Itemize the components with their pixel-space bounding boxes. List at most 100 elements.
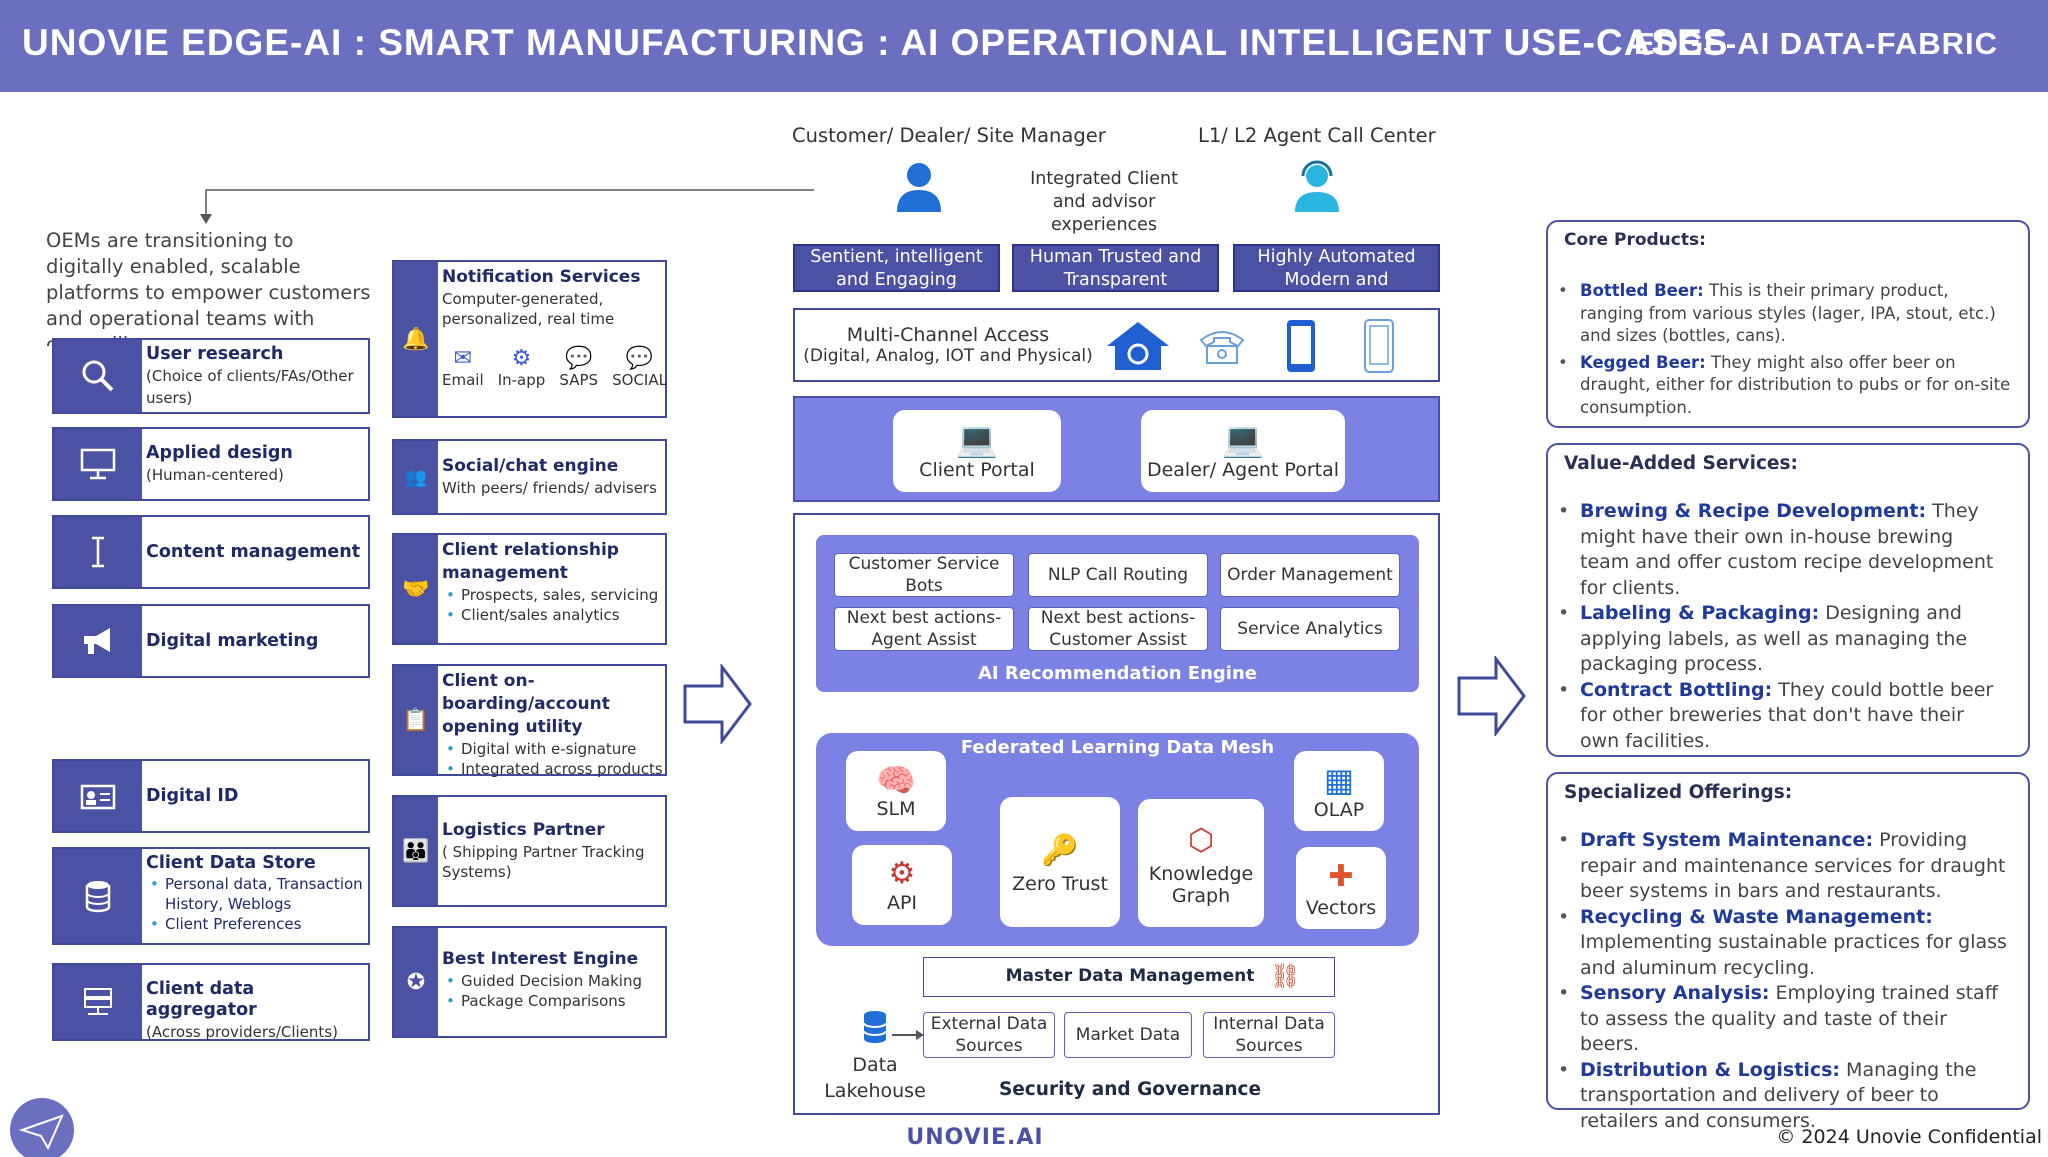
rec-order-management: Order Management [1220,553,1400,597]
card-client-data-store: Client Data Store Personal data, Transac… [52,847,370,945]
api-icon: ⚙ [888,856,916,891]
graph-icon: ⬡ [1187,823,1215,858]
channel-saps: 💬SAPS [559,346,599,389]
bullet: Client Preferences [150,914,364,934]
portal-label: Dealer/ Agent Portal [1146,459,1340,481]
list-item: Brewing & Recipe Development: They might… [1548,499,2004,601]
gear-icon: ⚙ [511,346,532,371]
card-title: Applied design [146,442,293,463]
card-title: Client Data Store [146,853,316,873]
header-bar: UNOVIE EDGE-AI : SMART MANUFACTURING : A… [0,0,2048,92]
header-title: UNOVIE EDGE-AI : SMART MANUFACTURING : A… [22,22,1729,63]
card-title: Digital marketing [146,630,319,651]
tile-api[interactable]: ⚙API [852,845,952,925]
home-icon [1107,322,1169,370]
card-content-management: Content management [52,515,370,589]
card-client-onboarding: 📋 Client on-boarding/account opening uti… [392,664,667,779]
card-title: Logistics Partner [442,820,605,840]
client-portal[interactable]: 💻 Client Portal [893,410,1061,492]
card-applied-design: Applied design (Human-centered) [52,427,370,501]
brand-logo: UNOVIE.AI [906,1125,1044,1150]
handshake-icon: 🤝 [394,535,438,643]
list-item: Draft System Maintenance: Providing repa… [1548,828,2012,905]
list-item: Distribution & Logistics: Managing the t… [1548,1058,2012,1135]
bullet: Personal data, Transaction History, Webl… [150,874,364,914]
rec-service-analytics: Service Analytics [1220,607,1400,651]
laptop-icon: 💻 [1221,420,1265,460]
monitor-icon [54,429,142,499]
person-icon [897,163,941,212]
footer-copyright: © 2024 Unovie Confidential [1776,1126,2042,1148]
card-client-data-aggregator: Client data aggregator(Across providers/… [52,963,370,1041]
card-subtitle: (Choice of clients/FAs/Other users) [146,367,354,407]
bullet: Prospects, sales, servicing [446,585,663,605]
circuit-key-icon: 🔑 [1041,833,1079,868]
bell-icon: 🔔 [394,262,438,416]
telephone-icon [1199,331,1245,364]
network-icon: ⛓ [1270,962,1301,990]
tile-zero-trust[interactable]: 🔑Zero Trust [1000,797,1120,927]
message-icon: 💬 [625,346,654,371]
card-client-relationship-management: 🤝 Client relationship management Prospec… [392,533,667,645]
pill-trusted: Human Trusted and Transparent [1012,244,1219,292]
paper-plane-logo-icon [10,1098,74,1157]
meeting-icon: 👥 [394,441,438,513]
multi-channel-access: Multi-Channel Access (Digital, Analog, I… [793,308,1440,382]
tile-vectors[interactable]: ✚Vectors [1296,847,1386,929]
ai-recommendation-engine: Customer Service Bots NLP Call Routing O… [816,535,1419,692]
integrated-experiences-label: Integrated Client and advisor experience… [1030,169,1178,235]
card-subtitle: (Human-centered) [146,465,284,484]
bullet: Package Comparisons [446,991,663,1011]
list-item: Bottled Beer: This is their primary prod… [1548,280,2016,348]
channel-social: 💬SOCIAL [612,346,667,389]
panel-specialized-offerings: Specialized Offerings: Draft System Main… [1546,772,2030,1132]
card-best-interest-engine: ✪ Best Interest Engine Guided Decision M… [392,926,667,1038]
card-title: Notification Services [442,267,641,287]
panel-title: Core Products: [1564,230,1706,250]
mobile-phone-icon [1287,320,1315,372]
mdm-label: Master Data Management [1005,966,1255,986]
bullet: Client/sales analytics [446,605,663,625]
persona-right-label: L1/ L2 Agent Call Center [1198,124,1436,147]
notification-channels: ✉Email ⚙In-app 💬SAPS 💬SOCIAL [442,346,667,406]
brain-chip-icon: 🧠 [876,761,916,799]
channel-in-app: ⚙In-app [497,346,546,389]
list-item: Labeling & Packaging: Designing and appl… [1548,601,2004,678]
tile-knowledge-graph[interactable]: ⬡Knowledge Graph [1138,799,1264,927]
rec-engine-title: AI Recommendation Engine [978,663,1257,684]
master-data-management: Master Data Management ⛓ [923,957,1335,997]
headset-agent-icon [1295,160,1339,212]
list-item: Kegged Beer: They might also offer beer … [1548,352,2016,420]
rec-customer-service-bots: Customer Service Bots [834,553,1014,597]
id-card-icon [54,761,142,831]
list-item: Recycling & Waste Management: Implementi… [1548,905,2012,982]
portals-band: 💻 Client Portal 💻 Dealer/ Agent Portal [793,396,1440,502]
header-right-title: EDGE-AI DATA-FABRIC [1634,26,1998,61]
list-item: Contract Bottling: They could bottle bee… [1548,678,2004,755]
card-title: Content management [146,541,361,562]
panel-core-products: Core Products: Bottled Beer: This is the… [1546,220,2030,428]
right-arrow-icon [1457,656,1526,736]
panel-value-added-services: Value-Added Services: Brewing & Recipe D… [1546,443,2030,757]
security-governance-label: Security and Governance [998,1079,1262,1100]
card-subtitle: ( Shipping Partner Tracking Systems) [442,843,645,881]
bullet: Guided Decision Making [446,971,663,991]
tile-slm[interactable]: 🧠SLM [846,751,946,831]
people-icon: 👪 [394,797,438,905]
pill-automated: Highly Automated Modern and Frictionless [1233,244,1440,313]
server-icon [54,965,142,1039]
laptop-icon: 💻 [955,420,999,460]
text-cursor-icon [54,517,142,587]
source-external: External Data Sources [923,1012,1055,1058]
channel-email: ✉Email [442,346,484,389]
megaphone-icon [54,606,142,676]
tile-olap[interactable]: ▦OLAP [1294,751,1384,831]
card-digital-marketing: Digital marketing [52,604,370,678]
federated-learning-data-mesh: Federated Learning Data Mesh 🧠SLM ⚙API 🔑… [816,733,1419,946]
dealer-agent-portal[interactable]: 💻 Dealer/ Agent Portal [1141,410,1345,492]
bullet: Integrated across products [446,759,663,779]
data-lakehouse-label: Data Lakehouse [824,1054,926,1102]
card-title: Client on-boarding/account opening utili… [442,671,610,737]
database-icon [863,1011,887,1043]
